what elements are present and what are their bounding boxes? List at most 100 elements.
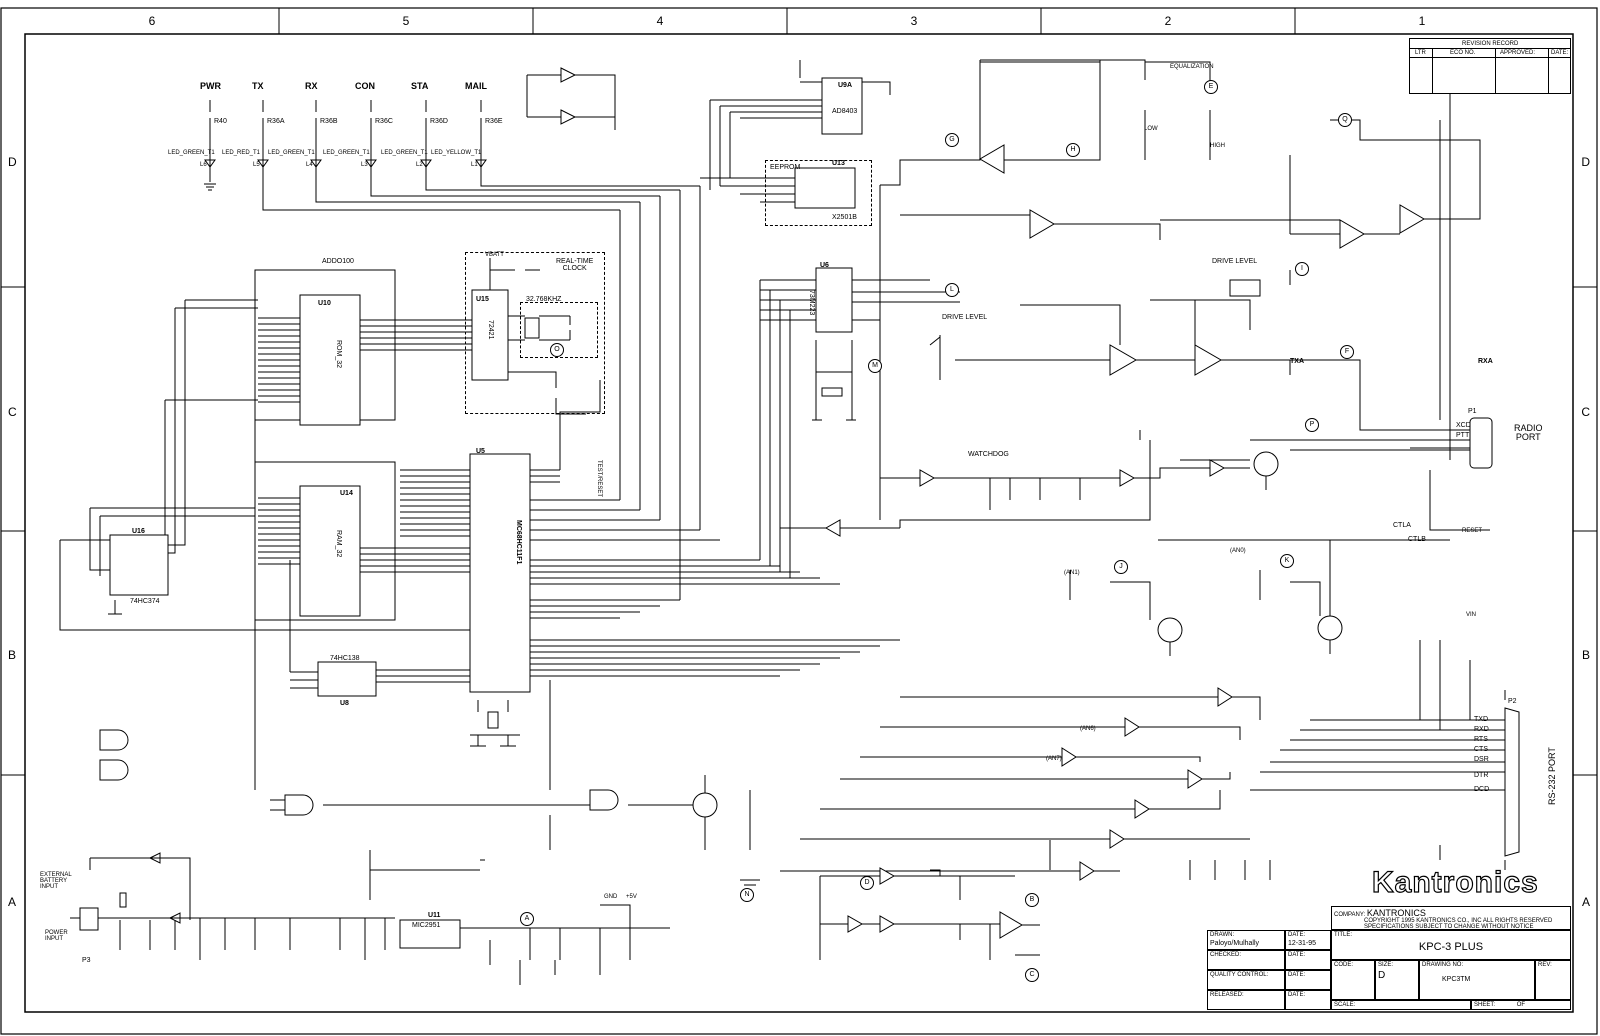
quality-date-cell: DATE: [1285,970,1331,990]
checked-cell: CHECKED: [1207,950,1285,970]
sheet-cell: SHEET: OF [1471,1000,1571,1010]
cpu-ref: U5 [476,448,485,455]
drawing-title: KPC-3 PLUS [1418,941,1484,953]
rs232-rxd: RXD [1474,726,1489,733]
zone-row-a: A [8,895,17,909]
zone-col-1: 1 [1418,14,1426,28]
led-ref-l6: L6 [200,162,207,168]
ext-battery-label: EXTERNAL BATTERY INPUT [40,872,72,890]
marker-k: K [1280,554,1294,568]
ptt-label: PTT [1456,432,1470,439]
rxa-label: RXA [1478,358,1493,365]
kantronics-logo: Kantronics [1371,865,1539,899]
zone-col-5: 5 [402,14,410,28]
zone-col-3: 3 [910,14,918,28]
checked-date-cell: DATE: [1285,950,1331,970]
led-label-tx: TX [252,81,264,91]
revision-col-date: DATE: [1551,50,1569,56]
modem-ref: U6 [820,262,829,269]
marker-f: F [1340,345,1354,359]
drawing-no-label: DRAWING NO: [1422,962,1464,968]
reg-type: MIC2951 [412,922,441,929]
led-net-rx: LED_GREEN_T1 [268,150,315,156]
led-res-r36c: R36C [375,118,393,125]
checked-label: CHECKED: [1210,952,1242,958]
drawn-date-label: DATE: [1288,932,1306,938]
zone-row-d-right: D [1581,155,1590,169]
cpu-type: MC68HC11F1 [515,520,522,565]
sheet-label: SHEET: [1474,1002,1496,1008]
marker-b: B [1025,893,1039,907]
revision-col-ltr: LTR [1415,50,1426,56]
rev-cell: REV: [1535,960,1571,1000]
rom-ref: U10 [318,300,331,307]
ram-type: RAM_32 [335,530,342,558]
company-cell: COMPANY: KANTRONICS COPYRIGHT 1995 KANTR… [1331,906,1571,930]
marker-a: A [520,912,534,926]
an0-label: (AN0) [1230,548,1246,554]
led-res-r36d: R36D [430,118,448,125]
drive-level-top-label: DRIVE LEVEL [1212,258,1258,265]
checked-date-label: DATE: [1288,952,1306,958]
drawn-cell: DRAWN: Paloyo/Mulhally [1207,930,1285,950]
marker-m: M [868,359,882,373]
eeprom-ref: U13 [832,160,845,167]
high-label: HIGH [1210,143,1225,149]
led-array [204,100,700,211]
pot-ref: U9A [838,82,853,89]
marker-o: O [550,343,564,357]
led-res-r36b: R36B [320,118,338,125]
released-label: RELEASED: [1210,992,1244,998]
revision-block: REVISION RECORD LTR ECO NO. APPROVED: DA… [1409,38,1571,94]
drawing-no-cell: DRAWING NO: KPC3TM [1419,960,1535,1000]
led-label-mail: MAIL [465,81,487,91]
led-res-r36e: R36E [485,118,503,125]
p3-label: P3 [82,957,91,964]
rev-label: REV: [1538,962,1552,968]
released-date-cell: DATE: [1285,990,1331,1010]
released-cell: RELEASED: [1207,990,1285,1010]
released-date-label: DATE: [1288,992,1306,998]
quality-date-label: DATE: [1288,972,1306,978]
led-label-pwr: PWR [200,81,221,91]
crystal-block [520,302,598,358]
revision-col-approved: APPROVED: [1500,50,1536,56]
notice-text: SPECIFICATIONS SUBJECT TO CHANGE WITHOUT… [1364,924,1534,930]
ctla-label: CTLA [1393,522,1411,529]
marker-h: H [1066,143,1080,157]
vin-label: VIN [1466,612,1477,618]
marker-e: E [1204,80,1218,94]
marker-i: I [1295,262,1309,276]
eeprom-block [765,160,872,226]
revision-col-eco: ECO NO. [1450,50,1476,56]
ram-ref: U14 [340,490,353,497]
zone-row-c: C [8,405,17,419]
zone-row-c-right: C [1581,405,1590,419]
marker-p: P [1305,418,1319,432]
led-ref-l1: L1 [471,162,478,168]
revision-title: REVISION RECORD [1462,41,1519,47]
led-ref-l2: L2 [416,162,423,168]
marker-q: Q [1338,113,1352,127]
led-label-rx: RX [305,81,318,91]
drawn-date-value: 12-31-95 [1288,940,1317,947]
title-block: DRAWN: Paloyo/Mulhally DATE: 12-31-95 CH… [1207,906,1571,1010]
radio-port-label: RADIO PORT [1514,423,1543,442]
zone-row-a-right: A [1581,895,1590,909]
txa-label: TXA [1290,358,1304,365]
size-value: D [1378,970,1386,981]
drawing-no-value: KPC3TM [1442,976,1471,983]
drawn-value: Paloyo/Mulhally [1210,940,1260,947]
zone-col-2: 2 [1164,14,1172,28]
company-name: KANTRONICS [1366,908,1426,918]
rom-type: ROM_32 [335,340,342,369]
scale-cell: SCALE: [1331,1000,1471,1010]
led-res-r40: R40 [214,118,227,125]
marker-g: G [945,133,959,147]
decoder-type: 74HC138 [330,655,360,662]
size-label: SIZE: [1378,962,1394,968]
rs232-txd: TXD [1474,716,1488,723]
quality-label: QUALITY CONTROL: [1210,972,1269,978]
modem-part: 73M223 [808,290,815,316]
zone-row-b: B [8,648,17,662]
